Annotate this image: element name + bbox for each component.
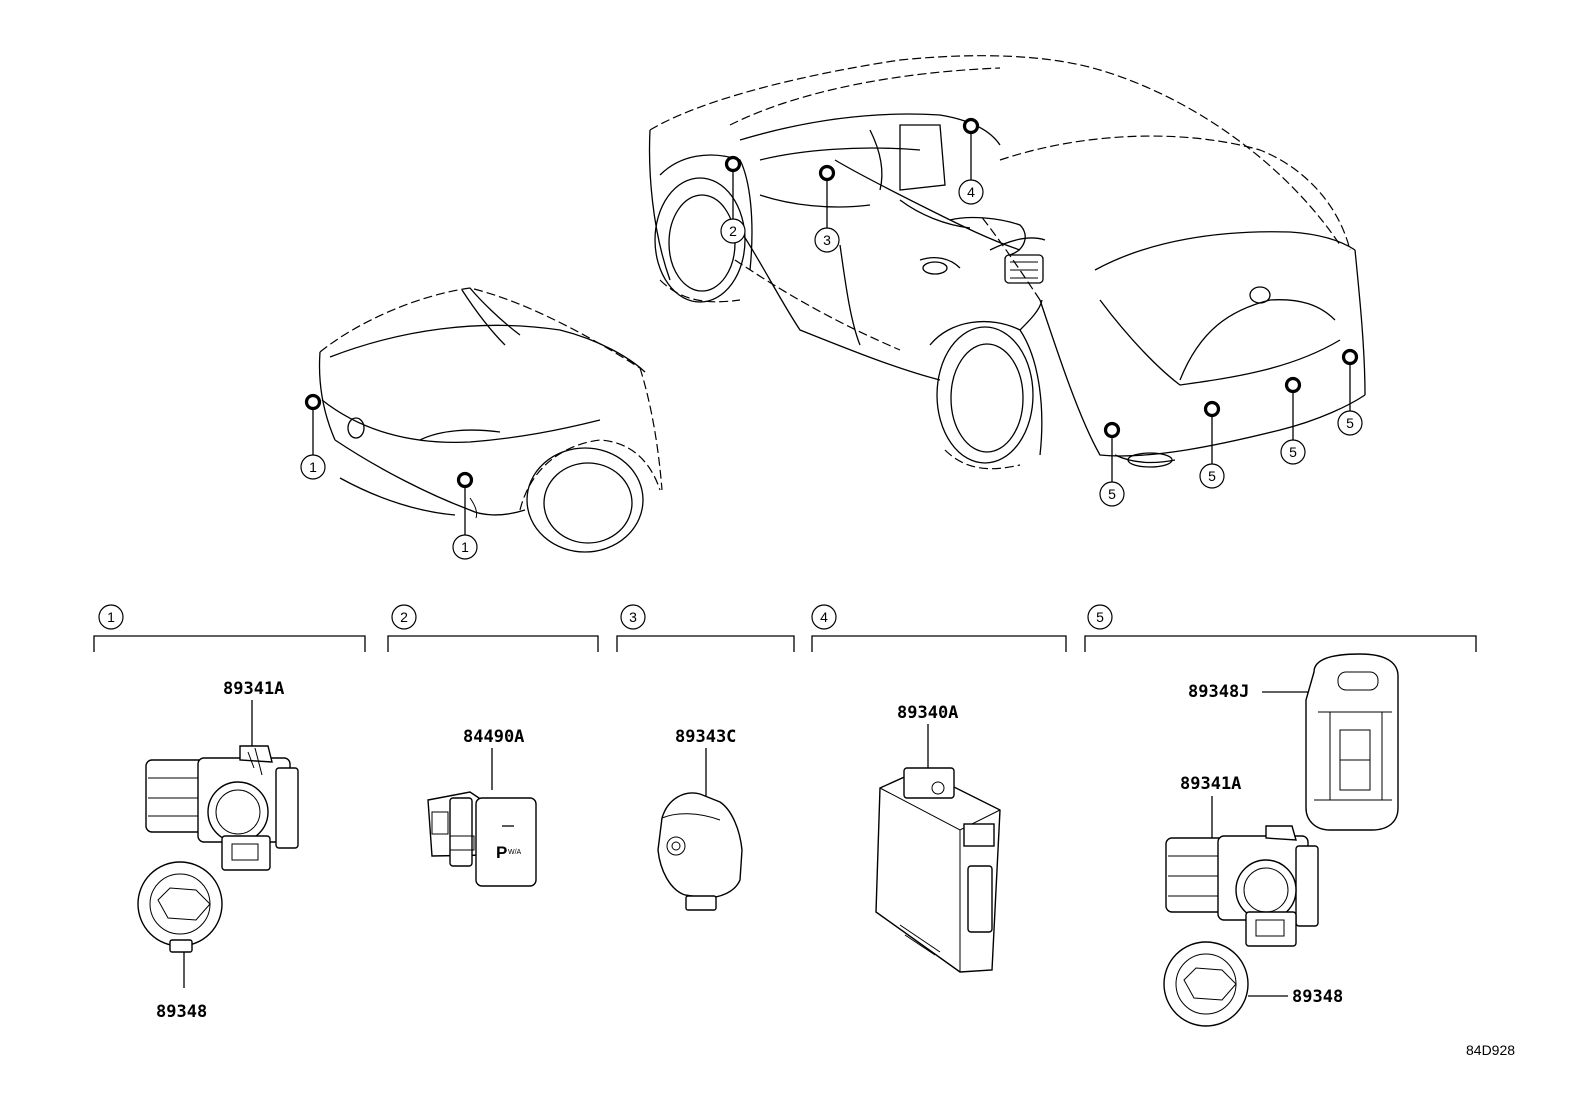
callout-1-front-left: 1	[309, 459, 317, 475]
part-89341A-label-g5: 89341A	[1180, 774, 1241, 794]
group-4-callout: 4	[820, 609, 828, 625]
group-2-callout: 2	[400, 609, 408, 625]
sensor-module-icon	[657, 792, 743, 911]
ultrasonic-sensor-icon-g5	[1165, 825, 1319, 947]
part-89340A-label: 89340A	[897, 703, 958, 723]
parking-assist-switch-icon: P W/A	[427, 791, 537, 887]
part-89348J-label: 89348J	[1188, 682, 1249, 702]
group-1-parts: 89341A 89348	[137, 679, 299, 1022]
group-5-callout: 5	[1096, 609, 1104, 625]
group-headers: 1 2 3 4 5	[93, 604, 1477, 652]
group-3-parts: 89343C	[657, 727, 743, 911]
part-89348-label-g1: 89348	[156, 1002, 207, 1022]
sensor-retainer-icon-g1	[137, 861, 223, 988]
sensor-bracket-icon	[1305, 653, 1399, 831]
part-89348-label-g5: 89348	[1292, 987, 1343, 1007]
front-car-illustration	[318, 287, 663, 553]
callout-3: 3	[823, 232, 831, 248]
callout-4: 4	[967, 184, 975, 200]
group-2-parts: 84490A P W/A	[427, 727, 537, 887]
part-89341A-label-g1: 89341A	[223, 679, 284, 699]
part-84490A-label: 84490A	[463, 727, 524, 747]
switch-wa-label: W/A	[508, 849, 522, 856]
callout-2: 2	[729, 223, 737, 239]
callout-5-rear-a: 5	[1108, 486, 1116, 502]
diagram-code: 84D928	[1466, 1042, 1515, 1058]
group-4-parts: 89340A	[875, 703, 1001, 973]
ultrasonic-sensor-icon-g1	[145, 745, 299, 871]
rear-car-illustration	[648, 55, 1366, 470]
group-1-callout: 1	[107, 609, 115, 625]
part-89343C-label: 89343C	[675, 727, 736, 747]
sensor-retainer-icon-g5	[1163, 941, 1288, 1027]
callout-5-rear-b: 5	[1208, 468, 1216, 484]
group-3-callout: 3	[629, 609, 637, 625]
group-5-parts: 89348J 89341A 8934	[1163, 653, 1399, 1027]
switch-p-label: P	[496, 843, 507, 862]
callout-1-front-center: 1	[461, 539, 469, 555]
ecu-module-icon	[875, 767, 1001, 973]
location-callouts: 1 1 2 3 4 5 5 5	[300, 117, 1363, 560]
callout-5-rear-c: 5	[1289, 444, 1297, 460]
callout-5-rear-d: 5	[1346, 415, 1354, 431]
